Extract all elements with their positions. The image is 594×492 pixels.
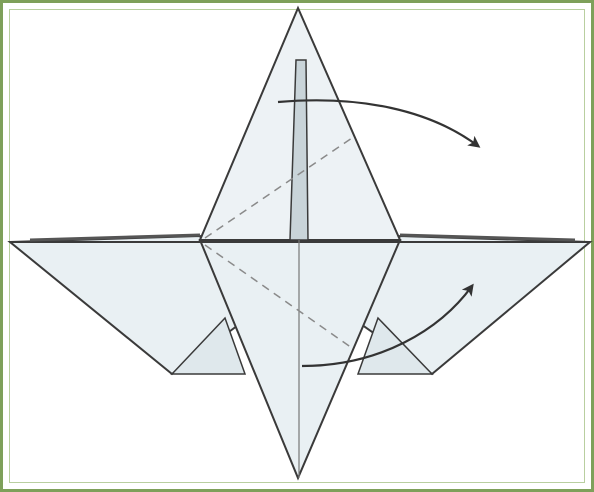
origami-diagram [0, 0, 594, 492]
